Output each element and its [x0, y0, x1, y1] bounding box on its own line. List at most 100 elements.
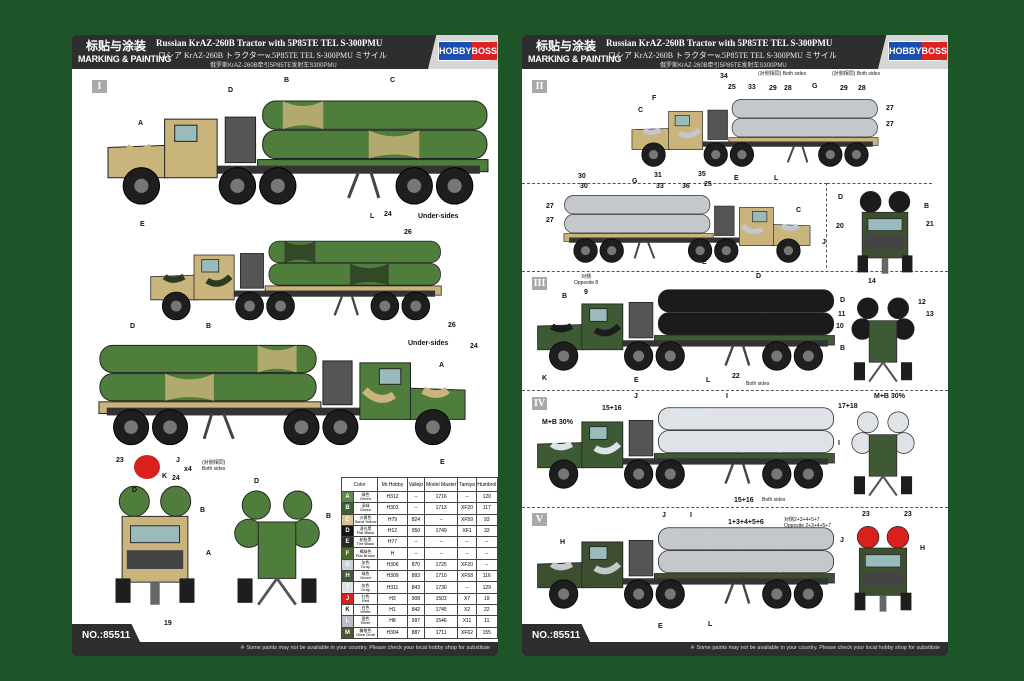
- cell-mrhobby: H309: [377, 570, 408, 583]
- paint-note: ※ Some paints may not be available in yo…: [240, 645, 490, 651]
- cell-mm: 1749: [423, 524, 459, 538]
- divider: [522, 507, 948, 508]
- name-en: Olive Drab: [356, 631, 375, 637]
- cell-code: L: [341, 615, 354, 628]
- title-jp: ロシア KrAZ-260B トラクターw.5P85TE TEL S-300PMU…: [608, 51, 837, 60]
- callout: A: [206, 550, 212, 557]
- page-title: Russian KrAZ-260B Tractor with 5P85TE TE…: [606, 38, 833, 48]
- cell-humbrol: --: [475, 558, 499, 572]
- section-badge: II: [532, 80, 547, 93]
- callout: B: [326, 513, 332, 520]
- callout: K: [162, 473, 168, 480]
- cell-mrhobby: H304: [377, 626, 408, 639]
- callout: J: [634, 393, 638, 400]
- callout: 33: [656, 183, 664, 190]
- both-sides-note: (对侧相同)Both sides: [202, 460, 225, 472]
- side-view-gray-tubes-right: [562, 193, 812, 265]
- column-header: Humbrol: [475, 477, 499, 492]
- name-cn: 灰色: [361, 559, 370, 565]
- cell-mm: 1546: [423, 615, 459, 628]
- name-cn: 沙黄色: [359, 514, 372, 520]
- name-en: Silver: [360, 620, 371, 626]
- callout: 28: [784, 85, 792, 92]
- instruction-sheet-1: 标贴与涂装 MARKING & PAINTING Russian KrAZ-26…: [72, 35, 499, 656]
- under-sides-label: Under-sides: [418, 213, 459, 220]
- name-cn: 深绿: [361, 503, 370, 509]
- side-view-right: [97, 340, 467, 450]
- cell-humbrol: 22: [475, 603, 499, 617]
- callout: 11: [838, 311, 846, 318]
- column-header: Color: [341, 477, 378, 492]
- cell-mm: --: [423, 547, 459, 560]
- cell-vallejo: 997: [407, 615, 425, 628]
- column-header: Vallejo: [407, 477, 425, 492]
- column-header: Mr.Hobby: [377, 477, 408, 492]
- callout: 28: [858, 85, 866, 92]
- name-cn: 橄榄色: [359, 627, 372, 633]
- cell-vallejo: 824: [407, 513, 425, 526]
- cell-humbrol: 120: [475, 490, 499, 504]
- cell-mrhobby: H8: [377, 615, 408, 628]
- instruction-sheet-2: 标贴与涂装 MARKING & PAINTING Russian KrAZ-26…: [522, 35, 948, 656]
- callout: C: [796, 207, 802, 214]
- cell-mrhobby: H79: [377, 513, 408, 526]
- callout: J: [840, 537, 844, 544]
- callout: 13: [926, 311, 934, 318]
- cell-mm: 1503: [423, 592, 459, 605]
- cell-mrhobby: H303: [377, 502, 408, 515]
- title-jp: ロシア KrAZ-260B トラクターw.5P85TE TEL S-300PMU…: [158, 51, 387, 60]
- name-en: Sand Yellow: [354, 518, 377, 524]
- sheet-footer: ※ Some paints may not be available in yo…: [522, 642, 948, 656]
- title-marking-painting: MARKING & PAINTING: [78, 54, 172, 64]
- cell-humbrol: 33: [475, 524, 499, 538]
- callout: 27: [886, 121, 894, 128]
- callout: G: [812, 83, 818, 90]
- name-cn: 绿色: [361, 571, 370, 577]
- column-header: Tamiya: [457, 477, 477, 492]
- divider: [522, 271, 948, 272]
- callout: E: [734, 175, 739, 182]
- callout: 14: [868, 278, 876, 285]
- callout: 33: [748, 84, 756, 91]
- cell-humbrol: --: [475, 536, 499, 549]
- callout: L: [706, 377, 711, 384]
- callout: 24: [172, 475, 180, 482]
- title-cn: 标贴与涂装: [536, 39, 597, 53]
- sheet-header: 标贴与涂装 MARKING & PAINTING Russian KrAZ-26…: [522, 35, 948, 69]
- callout: 9: [584, 289, 588, 296]
- cell-mm: 1711: [423, 626, 459, 639]
- name-cn: 白色: [361, 605, 370, 611]
- note-en: Opposite 8: [574, 280, 599, 286]
- sheet-footer: ※ Some paints may not be available in yo…: [72, 642, 498, 656]
- cell-humbrol: 11: [475, 615, 499, 628]
- callout: D: [254, 478, 260, 485]
- cell-humbrol: 93: [475, 513, 499, 526]
- rear-view: [230, 483, 324, 608]
- logo-text-b: BOSS: [471, 42, 498, 60]
- callout: D: [228, 87, 234, 94]
- callout: B: [284, 77, 290, 84]
- callout: C: [390, 77, 396, 84]
- callout: D: [838, 194, 844, 201]
- callout: 31: [654, 172, 662, 179]
- cell-mrhobby: H312: [377, 490, 408, 504]
- callout: x4: [184, 466, 192, 473]
- kit-number: NO.:85511: [522, 624, 592, 646]
- cell-mm: 1716: [423, 490, 459, 504]
- front-view-red-caps: [847, 525, 919, 613]
- name-en: Gray: [361, 586, 370, 592]
- cell-humbrol: --: [475, 547, 499, 560]
- under-sides-label: Under-sides: [408, 340, 449, 347]
- note-en: Both sides: [202, 466, 226, 472]
